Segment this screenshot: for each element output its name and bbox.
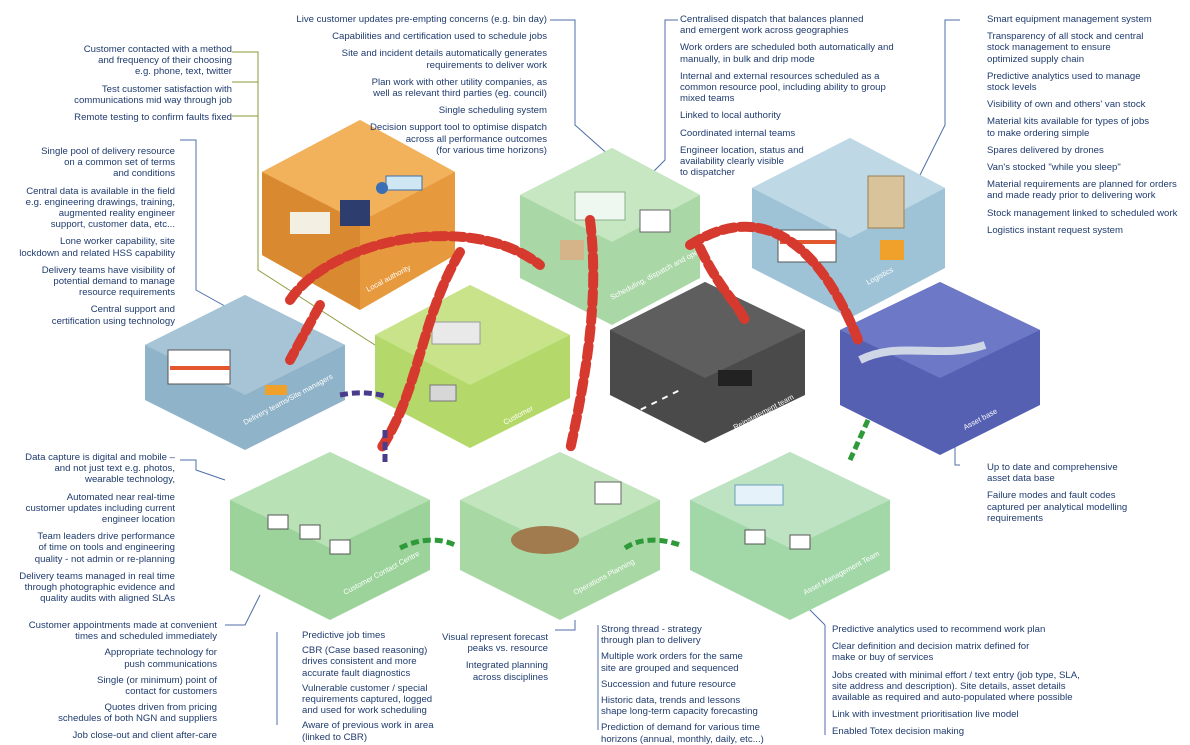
room-asset-base: Asset base bbox=[840, 282, 1040, 455]
annotation-item: Decision support tool to optimise dispat… bbox=[369, 122, 547, 156]
annotation-item: Delivery teams have visibility of potent… bbox=[41, 264, 175, 299]
flow-arrows-purple bbox=[339, 390, 388, 465]
annotation-item: Plan work with other utility companies, … bbox=[371, 76, 547, 100]
annotation-item: Aware of previous work in area (linked t… bbox=[302, 720, 434, 743]
annotation-item: Appropriate technology for push communic… bbox=[104, 647, 217, 670]
annotations-bottom-left2: Predictive job times CBR (Case based rea… bbox=[302, 630, 462, 743]
annotation-item: Stock management linked to scheduled wor… bbox=[987, 207, 1178, 219]
annotation-item: Multiple work orders for the same site a… bbox=[601, 651, 743, 674]
annotation-item: Succession and future resource bbox=[601, 678, 736, 690]
annotation-item: Live customer updates pre-empting concer… bbox=[296, 14, 547, 25]
annotation-item: Up to date and comprehensive asset data … bbox=[987, 462, 1118, 485]
flow-arrows-red bbox=[285, 215, 865, 455]
annotation-item: Visual represent forecast peaks vs. reso… bbox=[442, 632, 548, 655]
annotation-item: Job close-out and client after-care bbox=[72, 729, 217, 741]
annotation-item: Central data is available in the field e… bbox=[25, 185, 175, 231]
annotation-item: Material requirements are planned for or… bbox=[987, 179, 1177, 202]
annotation-item: Historic data, trends and lessons shape … bbox=[601, 695, 758, 718]
annotation-item: Quotes driven from pricing schedules of … bbox=[58, 702, 217, 725]
annotation-item: Transparency of all stock and central st… bbox=[987, 31, 1144, 65]
flow-arrows-green bbox=[398, 418, 871, 551]
annotation-item: Material kits available for types of job… bbox=[987, 116, 1150, 139]
annotations-top-center: Live customer updates pre-empting concer… bbox=[255, 14, 547, 162]
annotation-item: Single pool of delivery resource on a co… bbox=[41, 146, 175, 180]
room-contact-centre: Customer Contact Centre bbox=[230, 452, 430, 620]
annotations-right-mid: Up to date and comprehensive asset data … bbox=[987, 462, 1177, 530]
annotation-item: Single (or minimum) point of contact for… bbox=[97, 674, 217, 698]
annotation-item: Jobs created with minimal effort / text … bbox=[832, 669, 1080, 704]
annotation-item: Spares delivered by drones bbox=[987, 144, 1104, 156]
room-delivery: Delivery teams/Site managers bbox=[145, 295, 345, 450]
annotation-item: Test customer satisfaction with communic… bbox=[74, 83, 232, 106]
annotation-item: Predictive job times bbox=[302, 630, 386, 641]
annotation-item: Customer contacted with a method and fre… bbox=[83, 44, 232, 78]
annotations-top-mid-right: Centralised dispatch that balances plann… bbox=[680, 14, 945, 184]
annotations-left-lower: Data capture is digital and mobile – and… bbox=[5, 452, 175, 610]
annotations-top-right: Smart equipment management system Transp… bbox=[987, 14, 1187, 242]
annotation-item: Smart equipment management system bbox=[987, 14, 1152, 25]
annotation-item: Remote testing to confirm faults fixed bbox=[74, 112, 232, 124]
annotation-item: Failure modes and fault codes captured p… bbox=[987, 490, 1128, 524]
annotations-top-left: Customer contacted with a method and fre… bbox=[20, 44, 232, 129]
annotation-item: Capabilities and certification used to s… bbox=[332, 31, 547, 43]
annotations-bottom-left: Customer appointments made at convenient… bbox=[5, 620, 217, 741]
annotation-item: Delivery teams managed in real time thro… bbox=[19, 570, 175, 605]
annotation-item: Coordinated internal teams bbox=[680, 127, 796, 139]
annotation-item: Link with investment prioritisation live… bbox=[832, 709, 1019, 721]
annotation-item: Internal and external resources schedule… bbox=[680, 70, 886, 105]
room-asset-mgmt: Asset Management Team bbox=[690, 452, 890, 620]
annotation-item: Lone worker capability, site lockdown an… bbox=[19, 236, 175, 259]
annotation-item: Clear definition and decision matrix def… bbox=[832, 641, 1030, 664]
room-local-authority: Local authority bbox=[262, 120, 455, 310]
annotation-item: Visibility of own and others' van stock bbox=[987, 99, 1146, 111]
annotation-item: Centralised dispatch that balances plann… bbox=[680, 14, 864, 37]
annotation-item: Enabled Totex decision making bbox=[832, 726, 965, 738]
annotations-bottom-mid: Strong thread - strategy through plan to… bbox=[601, 624, 816, 745]
room-reinstatement: Reinstatement team bbox=[610, 282, 805, 443]
room-logistics: Logistics bbox=[752, 138, 945, 318]
annotation-item: Integrated planning across disciplines bbox=[465, 660, 548, 683]
annotation-item: Central support and certification using … bbox=[51, 304, 175, 327]
annotations-bottom-mid-left: Visual represent forecast peaks vs. reso… bbox=[430, 632, 548, 689]
annotation-item: Strong thread - strategy through plan to… bbox=[601, 624, 702, 647]
annotation-item: Team leaders drive performance of time o… bbox=[34, 531, 175, 565]
annotation-item: Predictive analytics used to recommend w… bbox=[832, 624, 1046, 635]
room-customer: Customer bbox=[375, 285, 570, 448]
annotation-item: Single scheduling system bbox=[438, 105, 547, 117]
annotation-item: Customer appointments made at convenient… bbox=[28, 620, 217, 643]
annotation-item: Engineer location, status and availabili… bbox=[680, 144, 804, 179]
annotation-item: Prediction of demand for various time ho… bbox=[601, 722, 764, 745]
annotation-item: CBR (Case based reasoning) drives consis… bbox=[302, 645, 428, 679]
annotation-item: Van's stocked "while you sleep" bbox=[987, 162, 1121, 174]
annotation-item: Logistics instant request system bbox=[987, 224, 1123, 236]
annotation-item: Predictive analytics used to manage stoc… bbox=[987, 70, 1141, 94]
annotation-item: Data capture is digital and mobile – and… bbox=[25, 452, 175, 486]
annotations-bottom-right: Predictive analytics used to recommend w… bbox=[832, 624, 1162, 738]
annotation-item: Site and incident details automatically … bbox=[341, 48, 547, 71]
annotation-item: Work orders are scheduled both automatic… bbox=[680, 42, 894, 65]
annotation-item: Automated near real-time customer update… bbox=[25, 491, 175, 526]
room-ops-planning: Operations Planning bbox=[460, 452, 660, 620]
annotation-item: Vulnerable customer / special requiremen… bbox=[302, 682, 433, 717]
annotations-left-mid: Single pool of delivery resource on a co… bbox=[5, 146, 175, 333]
annotation-item: Linked to local authority bbox=[680, 110, 781, 122]
